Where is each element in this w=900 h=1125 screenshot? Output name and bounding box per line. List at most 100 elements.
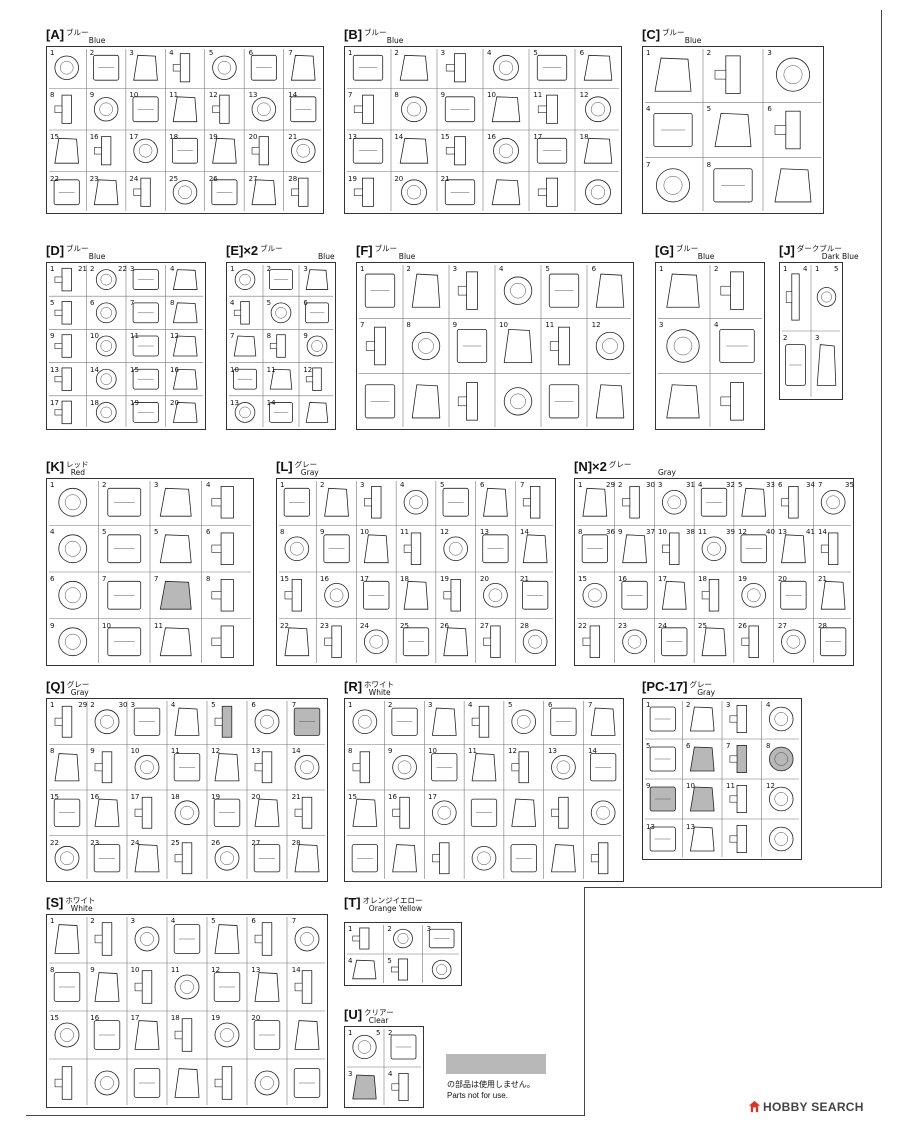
part-number: 21 xyxy=(818,575,827,583)
part-number: 7 xyxy=(646,161,651,169)
part-number: 14 xyxy=(394,133,404,141)
sprue-title: [A]ブルー xyxy=(46,26,89,42)
sprue-part xyxy=(769,746,794,772)
part-number: 23 xyxy=(320,622,329,630)
sprue-part xyxy=(399,54,429,81)
sprue-part xyxy=(708,579,720,612)
part-number: 6 xyxy=(686,741,691,750)
part-number: 14 xyxy=(520,528,529,536)
sprue-part xyxy=(159,580,192,610)
sprue-part xyxy=(306,335,328,357)
sprue-part xyxy=(254,709,280,735)
sprue-color-jp: ブルー xyxy=(662,28,685,37)
part-number: 3 xyxy=(360,481,365,489)
sprue-part xyxy=(291,138,316,163)
part-number: 3 xyxy=(130,701,136,709)
sprue-part xyxy=(312,367,322,391)
part-number: 1 xyxy=(348,1029,353,1037)
sprue-code: [Q] xyxy=(46,679,65,694)
part-number: 5 xyxy=(545,265,550,273)
part-number: 3 xyxy=(726,701,731,709)
part-number: 20 xyxy=(251,1014,261,1022)
watermark: HOBBY SEARCH xyxy=(748,1100,864,1114)
part-number: 17 xyxy=(658,575,667,583)
sprue-part xyxy=(781,534,806,564)
part-number: 38 xyxy=(686,528,695,536)
part-number: 11 xyxy=(169,91,179,99)
part-number: 3 xyxy=(303,265,308,273)
part-number: 1 xyxy=(50,917,55,925)
sprue-part xyxy=(352,959,377,980)
sprue-part xyxy=(585,179,611,206)
sprue-part xyxy=(590,707,616,736)
sprue-part xyxy=(583,137,613,164)
sprue-part xyxy=(478,705,490,738)
part-number: 5 xyxy=(376,1029,381,1037)
sprue-part xyxy=(352,709,378,735)
sprue-color-en: Dark Blue xyxy=(821,252,859,261)
sprue-part xyxy=(94,972,120,1002)
part-number: 3 xyxy=(348,1070,353,1078)
part-number: 19 xyxy=(440,575,449,583)
part-number: 32 xyxy=(726,481,735,489)
sprue-part xyxy=(61,94,72,124)
sprue-part xyxy=(511,798,537,827)
sprue-part xyxy=(61,705,73,738)
sprue-color-en: Gray xyxy=(70,688,89,697)
part-number: 25 xyxy=(169,175,179,183)
part-number: 20 xyxy=(170,399,179,408)
sprue-part xyxy=(95,402,117,423)
note-box xyxy=(584,887,882,1116)
sprue-part xyxy=(93,97,119,122)
sprue-title: [B]ブルー xyxy=(344,26,387,42)
sprue-part xyxy=(590,800,616,826)
sprue-part xyxy=(134,754,160,780)
sprue-part xyxy=(212,137,237,164)
sprue-part xyxy=(141,970,153,1004)
sprue-color-jp: ホワイト xyxy=(65,896,96,905)
sprue-part xyxy=(141,796,153,829)
sprue-part xyxy=(622,629,647,655)
part-number: 10 xyxy=(499,321,508,329)
sprue-part xyxy=(54,55,79,80)
part-number: 8 xyxy=(706,161,712,169)
part-number: 27 xyxy=(480,622,489,630)
part-number: 4 xyxy=(698,481,703,489)
part-number: 2 xyxy=(394,49,399,57)
sprue-part xyxy=(401,96,427,123)
part-number: 2 xyxy=(388,1029,393,1037)
sprue-part xyxy=(399,796,410,829)
sprue-part xyxy=(254,972,280,1002)
part-number: 6 xyxy=(303,298,308,307)
part-number: 26 xyxy=(440,622,449,630)
sprue-part xyxy=(133,138,158,163)
sprue-part xyxy=(725,55,741,94)
part-number: 15 xyxy=(50,133,59,141)
part-number: 16 xyxy=(618,575,627,583)
sprue-color-jp: グレー xyxy=(294,460,318,469)
sprue-part xyxy=(134,926,160,952)
part-number: 6 xyxy=(206,528,211,536)
part-number: 9 xyxy=(440,91,446,99)
part-number: 15 xyxy=(348,793,357,801)
sprue-part xyxy=(254,1070,280,1096)
part-number: 13 xyxy=(686,822,695,831)
part-number: 2 xyxy=(388,701,393,709)
part-number: 28 xyxy=(520,622,529,630)
sprue-part xyxy=(95,335,117,357)
sprue-part xyxy=(220,532,234,565)
part-number: 18 xyxy=(90,399,99,408)
sprue-part xyxy=(305,402,329,423)
part-number: 20 xyxy=(248,133,258,141)
part-number: 39 xyxy=(726,528,735,536)
sprue-part xyxy=(816,344,837,386)
part-number: 15 xyxy=(50,793,59,801)
part-number: 22 xyxy=(50,175,59,183)
sprue-title: [PC-17]グレー xyxy=(642,678,712,694)
